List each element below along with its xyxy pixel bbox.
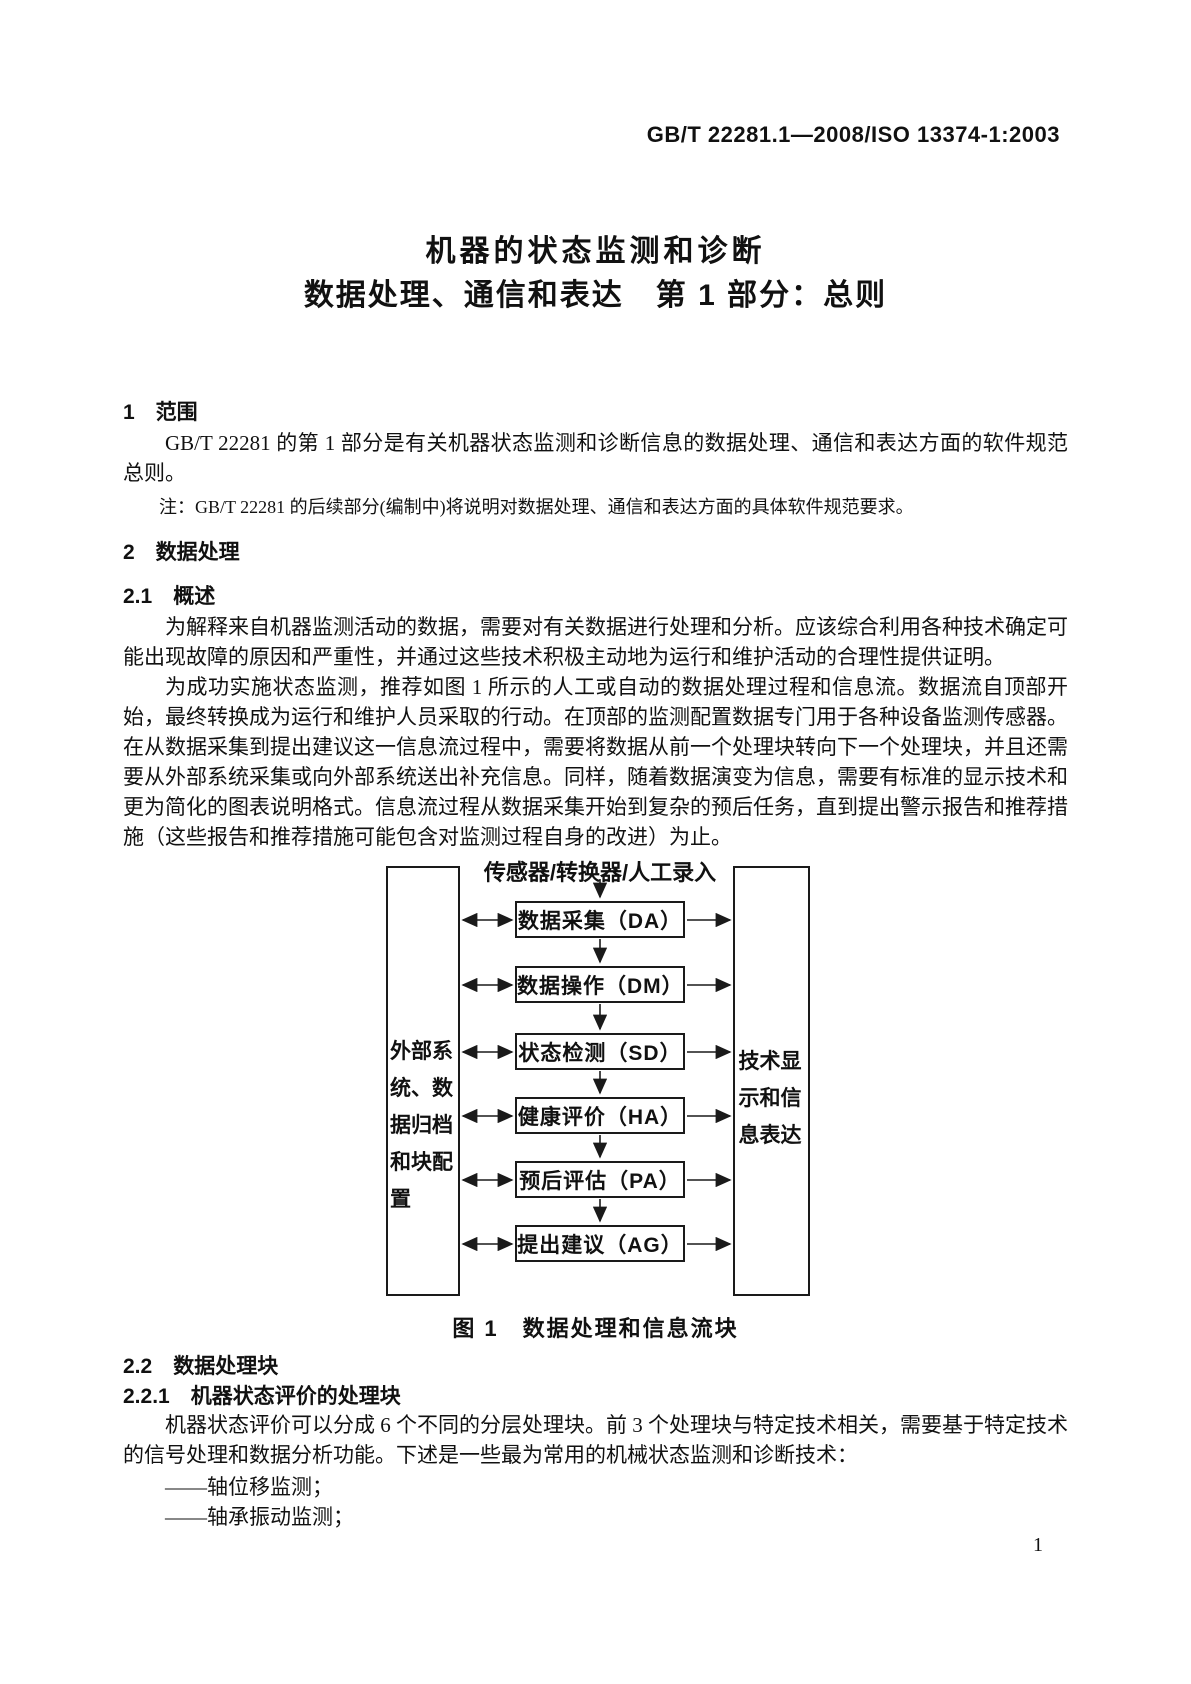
- doc-title-line1: 机器的状态监测和诊断: [425, 235, 766, 268]
- section-2-2-1-heading: 2.2.1 机器状态评价的处理块: [123, 1385, 401, 1408]
- bidirectional-arrow-group: [461, 912, 514, 1252]
- doc-title-line2: 数据处理、通信和表达 第 1 部分：总则: [303, 279, 888, 312]
- technical-display-box: 技术显示和信息表达: [733, 866, 810, 1296]
- doc-code-header: GB/T 22281.1—2008/ISO 13374-1:2003: [646, 122, 1060, 147]
- section-1-paragraph: GB/T 22281 的第 1 部分是有关机器状态监测和诊断信息的数据处理、通信…: [123, 431, 1068, 485]
- technical-display-label: 技术显示和信息表达: [738, 1050, 802, 1147]
- section-2-1-paragraph-1: 为解释来自机器监测活动的数据，需要对有关数据进行处理和分析。应该综合利用各种技术…: [123, 615, 1068, 669]
- section-2-1-heading: 2.1 概述: [123, 585, 216, 608]
- section-2-1-paragraph-2: 为成功实施状态监测，推荐如图 1 所示的人工或自动的数据处理过程和信息流。数据流…: [123, 675, 1068, 849]
- flow-block-advisory-generation: 提出建议（AG）: [515, 1225, 685, 1262]
- section-2-heading: 2 数据处理: [123, 541, 240, 564]
- external-systems-box: 外部系统、数据归档和块配置: [386, 866, 460, 1296]
- right-arrow-group: [687, 912, 732, 1252]
- flow-block-health-assessment: 健康评价（HA）: [515, 1097, 685, 1134]
- flow-block-prognostic-assessment: 预后评估（PA）: [515, 1161, 685, 1198]
- section-2-2-heading: 2.2 数据处理块: [123, 1355, 279, 1378]
- sensor-input-label: 传感器/转换器/人工录入: [483, 860, 717, 885]
- figure-1-caption: 图 1 数据处理和信息流块: [452, 1316, 739, 1341]
- list-item-bearing-vibration: ——轴承振动监测；: [165, 1505, 354, 1529]
- list-item-shaft-displacement: ——轴位移监测；: [165, 1475, 333, 1499]
- section-2-2-1-paragraph: 机器状态评价可以分成 6 个不同的分层处理块。前 3 个处理块与特定技术相关，需…: [123, 1413, 1068, 1467]
- flow-block-state-detection: 状态检测（SD）: [515, 1033, 685, 1070]
- section-1-note: 注：GB/T 22281 的后续部分(编制中)将说明对数据处理、通信和表达方面的…: [159, 497, 914, 517]
- figure-1-diagram: 传感器/转换器/人工录入 外部系统、数据归档和块配置 技术显示和信息表达 数据采…: [0, 855, 1191, 1305]
- page-number: 1: [1033, 1534, 1043, 1556]
- section-1-heading: 1 范围: [123, 401, 198, 424]
- external-systems-label: 外部系统、数据归档和块配置: [390, 1040, 453, 1211]
- flow-block-data-acquisition: 数据采集（DA）: [515, 901, 685, 938]
- flow-block-data-manipulation: 数据操作（DM）: [515, 966, 685, 1003]
- flow-arrows: [461, 879, 732, 1252]
